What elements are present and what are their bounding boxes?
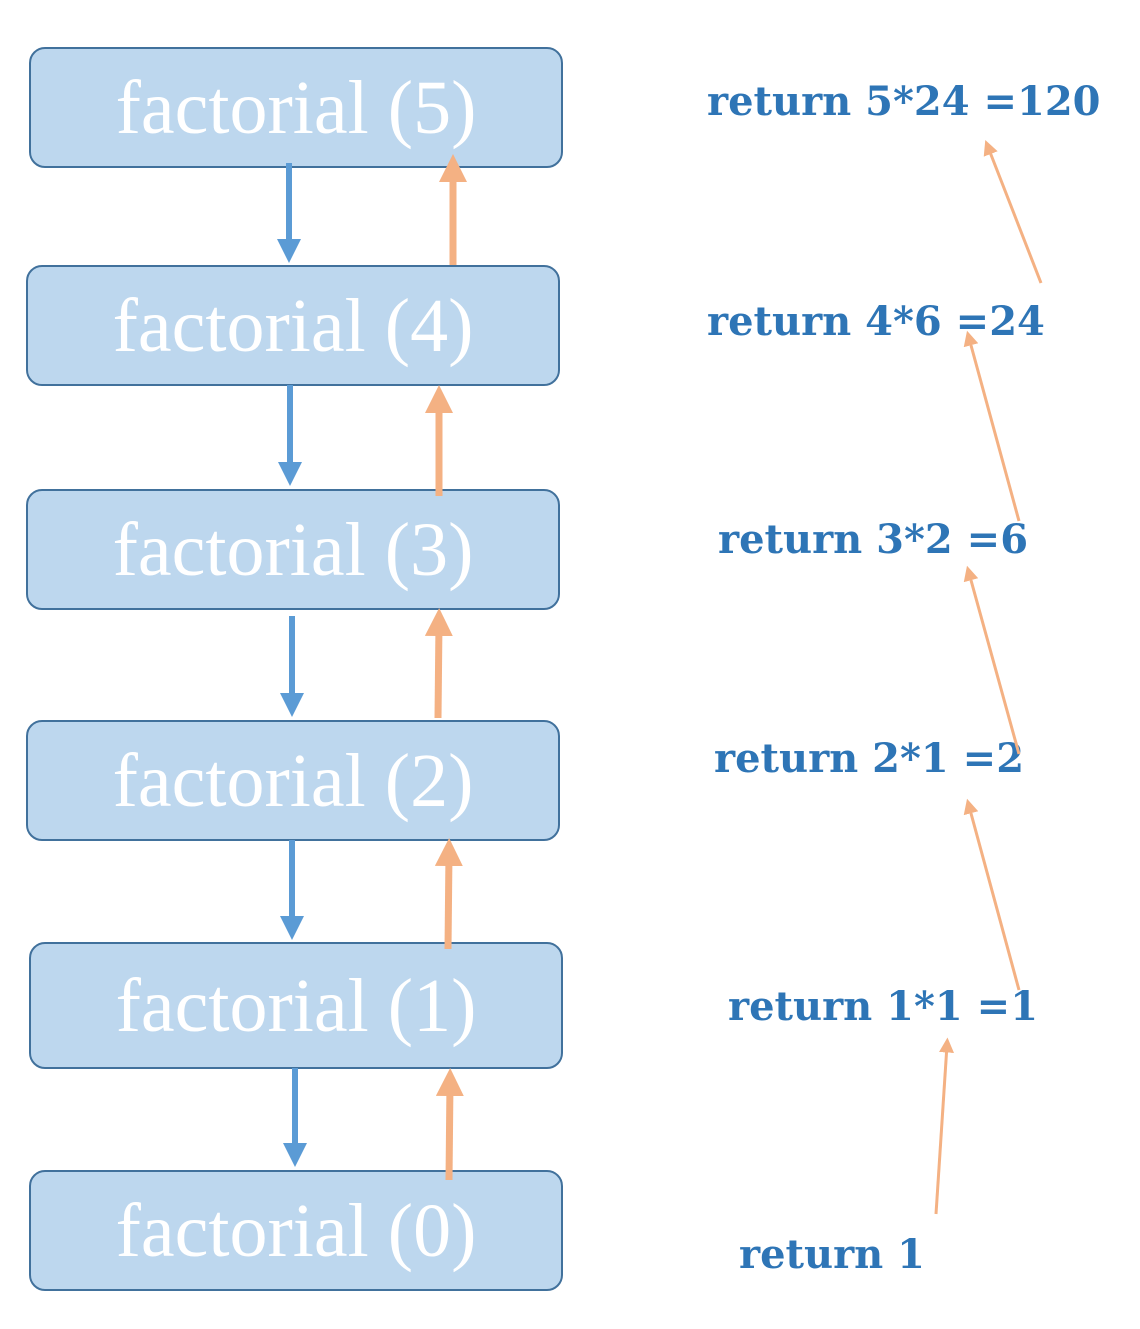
call-box-factorial-5: factorial (5): [29, 47, 563, 168]
value-arrow-5-to-top: [983, 140, 1043, 284]
call-box-factorial-3: factorial (3): [26, 489, 560, 610]
return-arrow-1-to-2: [434, 838, 463, 950]
value-arrow-3-to-4: [963, 565, 1021, 755]
return-label-3: return 3*2 =6: [718, 516, 1029, 563]
return-arrow-2-to-3: [424, 608, 453, 719]
value-arrow-4-to-5: [963, 330, 1021, 522]
call-box-factorial-2: factorial (2): [26, 720, 560, 841]
call-box-factorial-4: factorial (4): [26, 265, 560, 386]
value-arrow-1-to-2: [934, 1037, 954, 1215]
return-arrow-0-to-1: [435, 1068, 464, 1181]
call-box-factorial-1: factorial (1): [29, 942, 563, 1069]
return-label-2: return 2*1 =2: [714, 735, 1025, 782]
value-arrow-2-to-3: [963, 798, 1021, 991]
return-label-0: return 1: [739, 1231, 925, 1278]
return-label-1: return 1*1 =1: [728, 983, 1039, 1030]
call-box-factorial-0: factorial (0): [29, 1170, 563, 1291]
return-label-4: return 4*6 =24: [707, 298, 1045, 345]
return-label-5: return 5*24 =120: [707, 78, 1101, 125]
